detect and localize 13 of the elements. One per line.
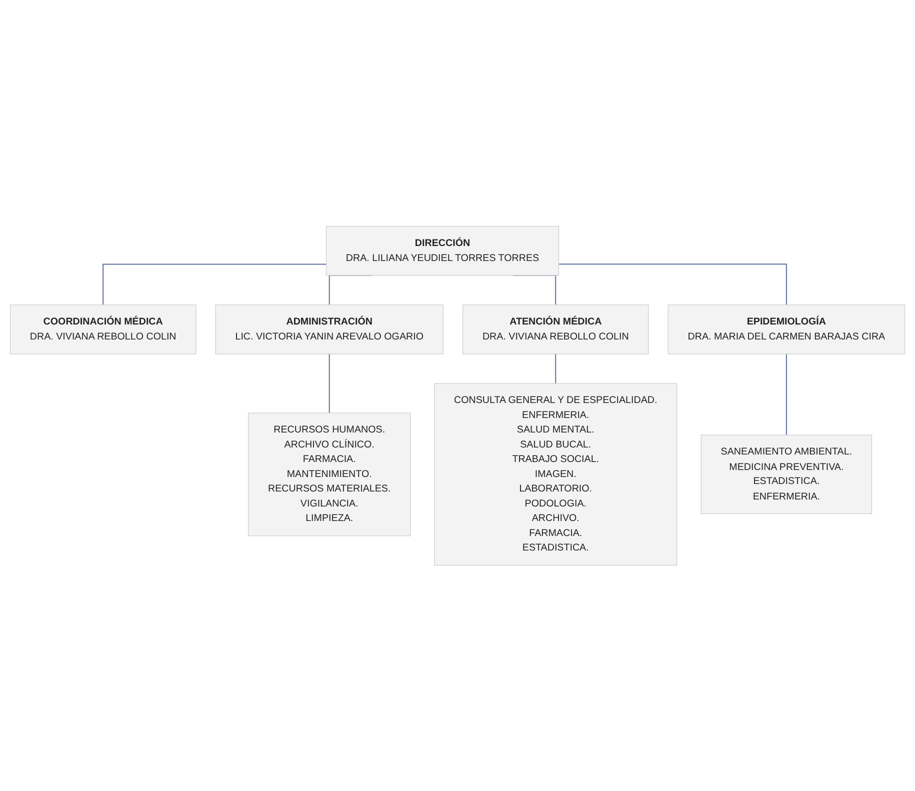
connector	[558, 263, 787, 306]
node-box: EPIDEMIOLOGÍA DRA. MARIA DEL CARMEN BARAJAS CIRA	[668, 304, 906, 354]
node-box: COORDINACIÓN MÉDICA DRA. VIVIANA REBOLLO COLIN	[10, 304, 196, 354]
node-box: RECURSOS HUMANOS. ARCHIVO CLÍNICO. FARMACIA. MANTENIMIENTO. RECURSOS MATERIALES. VIGILANCIA. LIMPIEZA.	[248, 412, 411, 536]
connector	[555, 353, 556, 384]
node-box: SANEAMIENTO AMBIENTAL. MEDICINA PREVENTIVA. ESTADISTICA. ENFERMERIA.	[700, 434, 872, 514]
connector	[328, 353, 330, 414]
node-box: ADMINISTRACIÓN LIC. VICTORIA YANIN AREVALO OGARIO	[215, 304, 444, 354]
node-box: CONSULTA GENERAL Y DE ESPECIALIDAD. ENFERMERIA. SALUD MENTAL. SALUD BUCAL. TRABAJO SOCIAL. IMAGEN. LABORATORIO. PODOLOGIA. ARCHIVO. FARMACIA. ESTADISTICA.	[434, 382, 678, 566]
connector	[102, 264, 327, 306]
node-box: DIRECCIÓN DRA. LILIANA YEUDIEL TORRES TORRES	[326, 226, 560, 276]
node-box: ATENCIÓN MÉDICA DRA. VIVIANA REBOLLO COLIN	[462, 304, 649, 354]
connector	[786, 353, 787, 436]
